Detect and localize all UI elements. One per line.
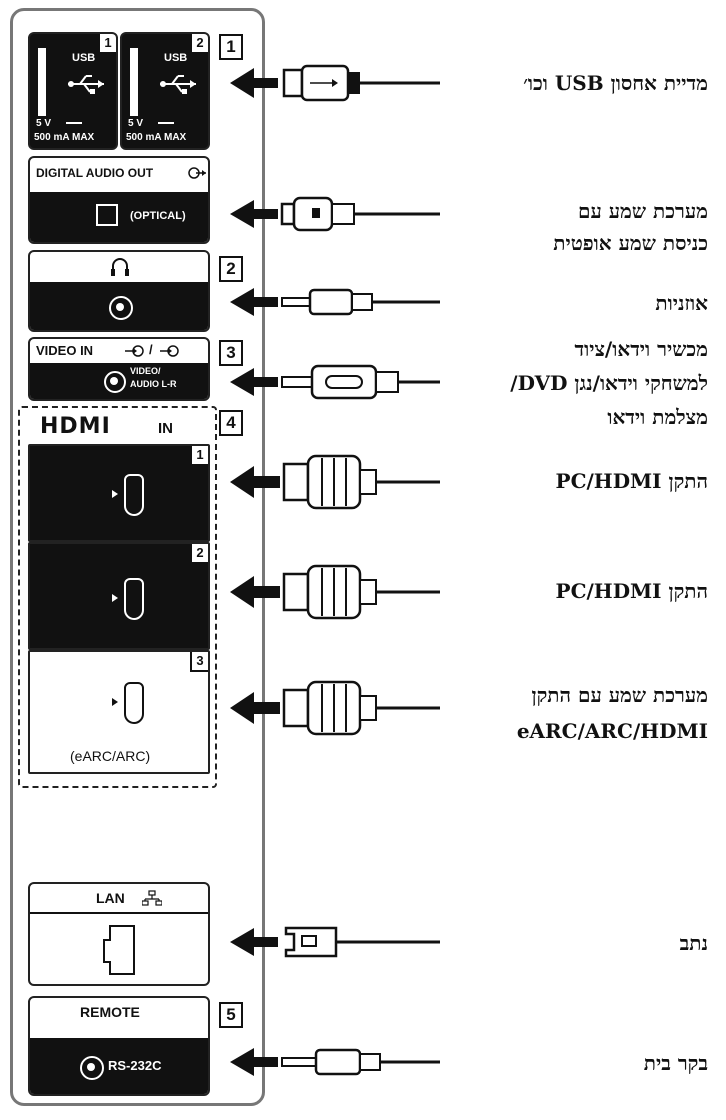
hdmi-port-2[interactable]: 2 xyxy=(28,542,210,650)
label-video-line2: למשחקי וידאו/נגן DVD/ xyxy=(510,371,708,395)
digital-audio-out-socket-area: (OPTICAL) xyxy=(30,192,208,242)
rs232-jack-center xyxy=(87,1063,95,1071)
output-icon xyxy=(188,167,206,179)
input-icon xyxy=(125,345,144,357)
label-lan: נתב xyxy=(679,931,708,955)
hdmi-in-label: IN xyxy=(158,420,173,437)
usb-port-1[interactable]: 1 USB 5 V 500 mA MAX xyxy=(28,32,118,150)
digital-audio-out-port[interactable]: DIGITAL AUDIO OUT (OPTICAL) xyxy=(28,156,210,244)
video-in-title: VIDEO IN xyxy=(36,343,94,358)
headphone-socket-area xyxy=(30,282,208,330)
label-video-line1: מכשיר וידאו/ציוד xyxy=(574,337,708,361)
remote-title: REMOTE xyxy=(80,1004,140,1020)
hdmi-port-3[interactable]: 3 (eARC/ARC) xyxy=(28,650,210,774)
label-hdmi1: התקן PC/HDMI xyxy=(555,469,708,493)
video-audio-label-1: VIDEO/ xyxy=(130,366,161,376)
usb-port-1-current: 500 mA MAX xyxy=(34,132,95,143)
av-jack-center xyxy=(110,377,118,385)
hdmi-port-1[interactable]: 1 xyxy=(28,444,210,542)
tv-rear-panel xyxy=(10,8,265,1106)
hdmi-logo: HDMI xyxy=(40,414,111,439)
hdmi-port-1-number: 1 xyxy=(192,446,208,464)
dc-symbol xyxy=(158,122,174,124)
video-in-socket-area: VIDEO/ AUDIO L-R xyxy=(30,363,208,399)
lan-title: LAN xyxy=(96,890,125,906)
usb-port-2[interactable]: 2 USB 5 V 500 mA MAX xyxy=(120,32,210,150)
usb-icon xyxy=(68,75,104,94)
section-number-1: 1 xyxy=(219,34,243,60)
hdmi-cable-2 xyxy=(230,564,440,620)
usb-cable xyxy=(230,64,440,102)
input-icon xyxy=(160,345,179,357)
section-number-2: 2 xyxy=(219,256,243,282)
optical-socket xyxy=(96,204,118,226)
usb-port-2-label: USB xyxy=(164,52,188,64)
hdmi-arrow xyxy=(112,594,118,602)
usb-slot-2 xyxy=(130,48,138,116)
rs232-label: RS-232C xyxy=(108,1058,162,1073)
remote-socket-area: RS-232C xyxy=(30,1038,208,1094)
ethernet-socket xyxy=(103,925,135,975)
hdmi-cable-1 xyxy=(230,454,440,510)
hdmi-arrow xyxy=(112,698,118,706)
headphones-icon xyxy=(111,258,129,276)
usb-port-1-number: 1 xyxy=(100,34,116,52)
headphone-cable xyxy=(230,288,440,316)
label-hdmi2: התקן PC/HDMI xyxy=(555,579,708,603)
usb-icon xyxy=(160,75,196,94)
headphone-port[interactable] xyxy=(28,250,210,332)
label-optical-line1: מערכת שמע עם xyxy=(577,199,708,223)
section-number-4: 4 xyxy=(219,410,243,436)
lan-divider xyxy=(30,912,208,914)
rs232-cable xyxy=(230,1048,440,1076)
section-number-5: 5 xyxy=(219,1002,243,1028)
digital-audio-out-title: DIGITAL AUDIO OUT xyxy=(36,166,154,180)
label-hdmi3-line1: מערכת שמע עם התקן xyxy=(531,683,709,707)
headphone-jack xyxy=(109,296,133,320)
video-in-separator: / xyxy=(149,342,153,357)
lan-port[interactable]: LAN xyxy=(28,882,210,986)
hdmi-socket-1 xyxy=(124,474,144,516)
hdmi-cable-3 xyxy=(230,680,440,736)
rs232-jack xyxy=(80,1056,104,1080)
dc-symbol xyxy=(66,122,82,124)
hdmi-socket-2 xyxy=(124,578,144,620)
hdmi-group xyxy=(18,406,217,788)
video-audio-label-2: AUDIO L-R xyxy=(130,379,177,389)
usb-port-1-label: USB xyxy=(72,52,96,64)
label-hdmi3-line2: eARC/ARC/HDMI xyxy=(516,719,708,743)
headphone-jack-center xyxy=(116,303,124,311)
optical-cable xyxy=(230,196,440,232)
network-icon xyxy=(142,890,162,906)
label-usb: מדיית אחסון USB וכו׳ xyxy=(523,71,708,95)
usb-port-1-voltage: 5 V xyxy=(36,118,52,129)
remote-port[interactable]: REMOTE RS-232C xyxy=(28,996,210,1096)
hdmi-socket-3 xyxy=(124,682,144,724)
hdmi-arrow xyxy=(112,490,118,498)
section-number-3: 3 xyxy=(219,340,243,366)
usb-port-2-voltage: 5 V xyxy=(128,118,144,129)
lan-cable xyxy=(230,926,440,958)
usb-port-2-number: 2 xyxy=(192,34,208,52)
optical-label: (OPTICAL) xyxy=(130,210,186,222)
av-cable xyxy=(230,364,440,400)
video-in-port[interactable]: VIDEO IN / VIDEO/ AUDIO L-R xyxy=(28,337,210,401)
usb-slot-1 xyxy=(38,48,46,116)
label-video-line3: מצלמת וידאו xyxy=(607,405,708,429)
av-jack xyxy=(104,371,126,393)
usb-port-2-current: 500 mA MAX xyxy=(126,132,187,143)
hdmi-port-3-number: 3 xyxy=(190,652,208,672)
label-remote: בקר בית xyxy=(643,1051,708,1075)
label-headphones: אוזניות xyxy=(655,291,708,315)
label-optical-line2: כניסת שמע אופטית xyxy=(553,231,708,255)
earc-label: (eARC/ARC) xyxy=(70,748,151,764)
hdmi-port-2-number: 2 xyxy=(192,544,208,562)
